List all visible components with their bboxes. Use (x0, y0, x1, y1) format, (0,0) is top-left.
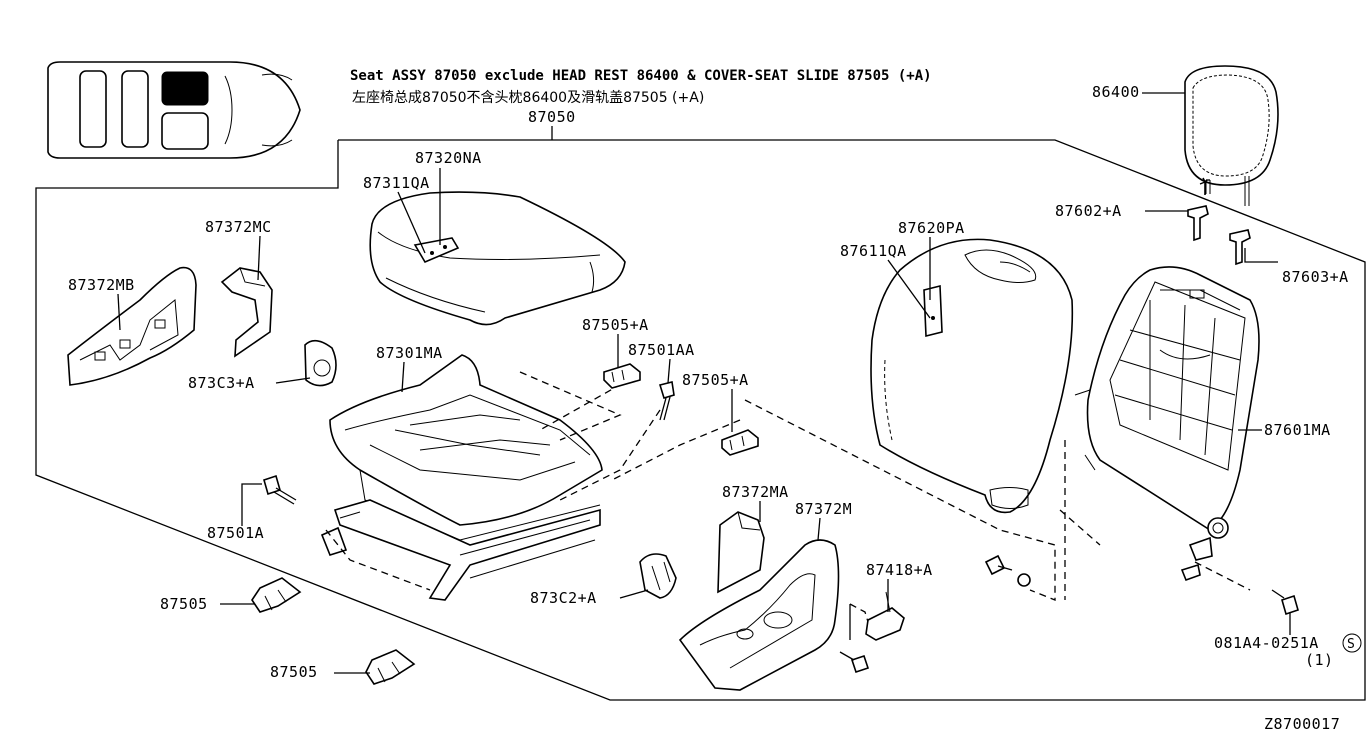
headrest-86400 (1184, 65, 1279, 206)
label-87620PA: 87620PA (898, 219, 965, 237)
label-87501AA: 87501AA (628, 341, 695, 359)
label-87505-2: 87505 (270, 663, 318, 681)
bolt-87501AA (658, 381, 675, 421)
highlighted-seat-icon (161, 71, 209, 106)
bolt-87501A (263, 474, 297, 505)
side-trim-87372MB (67, 266, 197, 386)
bolt-081A4 (1271, 589, 1299, 616)
slide-cover-87505-2 (365, 649, 416, 685)
cushion-pad (369, 191, 626, 326)
label-081A4: 081A4-0251A (1214, 634, 1319, 652)
label-86400: 86400 (1092, 83, 1140, 101)
slide-cover-87505-1 (251, 577, 302, 613)
slide-cover-87505A-1 (603, 363, 641, 389)
seatback-pad (870, 238, 1074, 514)
label-87501A: 87501A (207, 524, 264, 542)
label-87505A-2: 87505+A (682, 371, 749, 389)
label-87301MA: 87301MA (376, 344, 443, 362)
label-87505-1: 87505 (160, 595, 208, 613)
guide-87603A (1229, 229, 1251, 266)
trim-87372MA (717, 511, 765, 594)
label-87601MA: 87601MA (1264, 421, 1331, 439)
label-87372MB: 87372MB (68, 276, 135, 294)
label-87505A-1: 87505+A (582, 316, 649, 334)
label-87611QA: 87611QA (840, 242, 907, 260)
label-87320NA: 87320NA (415, 149, 482, 167)
title-english: Seat ASSY 87050 exclude HEAD REST 86400 … (350, 68, 932, 84)
label-87372MC: 87372MC (205, 218, 272, 236)
label-87602A: 87602+A (1055, 202, 1122, 220)
clip-873C2A (639, 553, 677, 599)
label-87372MA: 87372MA (722, 483, 789, 501)
slide-cover-87505A-2 (721, 429, 759, 456)
side-bracket-87372MC (220, 267, 273, 358)
clip-873C3A (304, 339, 337, 387)
screw-finisher (839, 651, 870, 674)
diagram-id: Z8700017 (1264, 715, 1340, 733)
bolt-nut-set (984, 554, 1031, 587)
side-finisher-87372M (678, 539, 840, 691)
seat-assy-boundary (35, 139, 1366, 701)
cushion-frame-87301MA (320, 354, 603, 601)
seatback-frame-87601MA (1074, 266, 1260, 582)
knob-87418A (865, 591, 905, 641)
title-chinese: 左座椅总成87050不含头枕86400及滑轨盖87505 (+A) (352, 89, 704, 106)
label-87603A: 87603+A (1282, 268, 1349, 286)
label-87418A: 87418+A (866, 561, 933, 579)
label-873C3A: 873C3+A (188, 374, 255, 392)
vehicle-locator (47, 61, 301, 159)
label-87311QA: 87311QA (363, 174, 430, 192)
label-081A4-s: S (1347, 637, 1355, 652)
label-081A4-qty: (1) (1305, 651, 1334, 669)
label-87050: 87050 (528, 108, 576, 126)
label-87372M: 87372M (795, 500, 852, 518)
label-873C2A: 873C2+A (530, 589, 597, 607)
guide-87602A (1187, 205, 1209, 242)
